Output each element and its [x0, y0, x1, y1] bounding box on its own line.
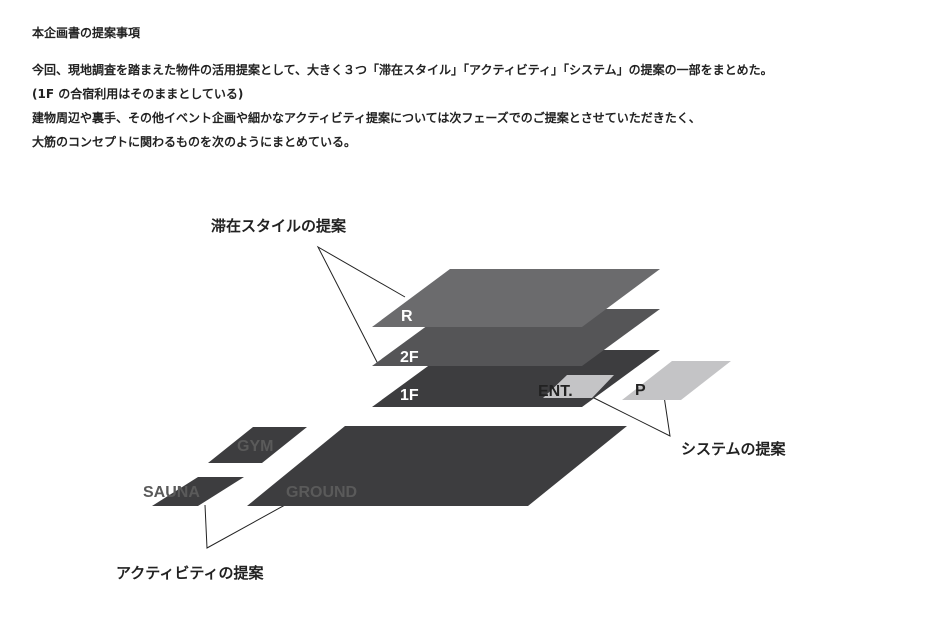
- gym-label: GYM: [237, 438, 273, 455]
- stay-style-caption: 滞在スタイルの提案: [211, 217, 347, 235]
- ground-plane: [247, 426, 627, 506]
- sauna-plane: [152, 477, 244, 506]
- entrance-plane: [543, 375, 614, 398]
- description-line: 大筋のコンセプトに関わるものを次のようにまとめている。: [32, 135, 357, 149]
- system-caption: システムの提案: [681, 440, 787, 458]
- first-floor-label: 1F: [400, 387, 419, 404]
- heading: 本企画書の提案事項: [32, 26, 141, 40]
- parking-label: P: [635, 382, 646, 399]
- leader-line-stay: [316, 245, 406, 365]
- gym-plane: [208, 427, 307, 463]
- description-line: (1F の合宿利用はそのままとしている): [32, 87, 244, 101]
- roof-plane: [372, 269, 660, 327]
- description-line: 建物周辺や裏手、その他イベント企画や細かなアクティビティ提案については次フェーズ…: [32, 111, 701, 125]
- ground-label: GROUND: [286, 484, 357, 501]
- second-floor-label: 2F: [400, 349, 419, 366]
- entrance-label: ENT.: [538, 383, 573, 400]
- leader-line-system: [589, 395, 671, 437]
- description-line: 今回、現地調査を踏まえた物件の活用提案として、大きく３つ「滞在スタイル」「アクテ…: [32, 63, 773, 77]
- sauna-label: SAUNA: [143, 484, 200, 501]
- roof-label: R: [401, 308, 413, 325]
- activity-caption: アクティビティの提案: [116, 564, 264, 582]
- leader-lines: [204, 245, 671, 549]
- leader-line-activity: [204, 499, 295, 549]
- parking-plane: [622, 361, 731, 400]
- description: 今回、現地調査を踏まえた物件の活用提案として、大きく３つ「滞在スタイル」「アクテ…: [32, 58, 773, 154]
